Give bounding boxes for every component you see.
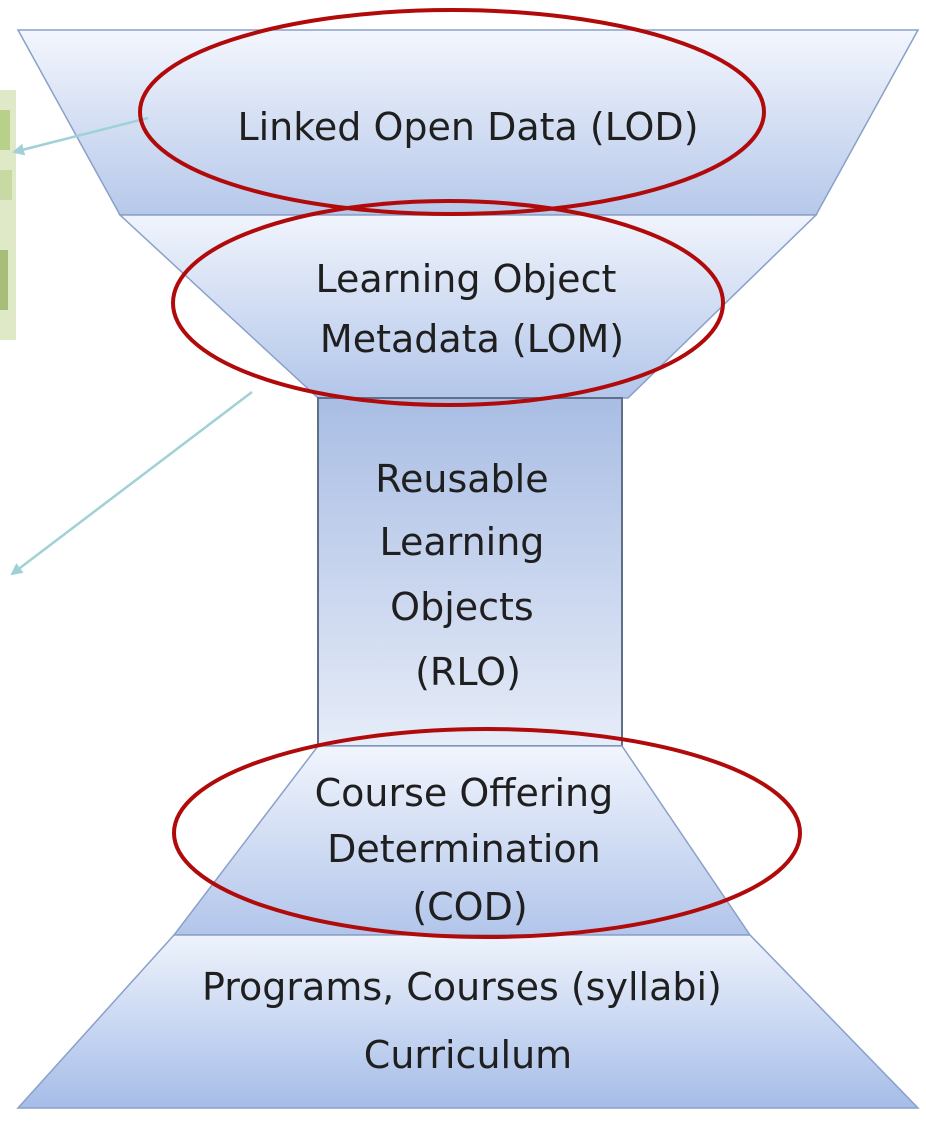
lod-label: Linked Open Data (LOD) [237, 105, 698, 149]
lod-arrow [12, 116, 149, 156]
rlo-label: Reusable Learning Objects (RLO) [375, 457, 560, 694]
lom-arrow [10, 391, 253, 576]
lom-label: Learning Object Metadata (LOM) [316, 257, 629, 361]
lom-highlight-ellipse [171, 199, 725, 407]
lod-highlight-ellipse [138, 8, 766, 216]
cod-label: Course Offering Determination (COD) [315, 771, 626, 929]
base-layer-shape [16, 934, 920, 1109]
base-label: Programs, Courses (syllabi) Curriculum [202, 965, 734, 1077]
cod-highlight-ellipse [172, 727, 802, 939]
background-photo-fragment [0, 90, 16, 340]
